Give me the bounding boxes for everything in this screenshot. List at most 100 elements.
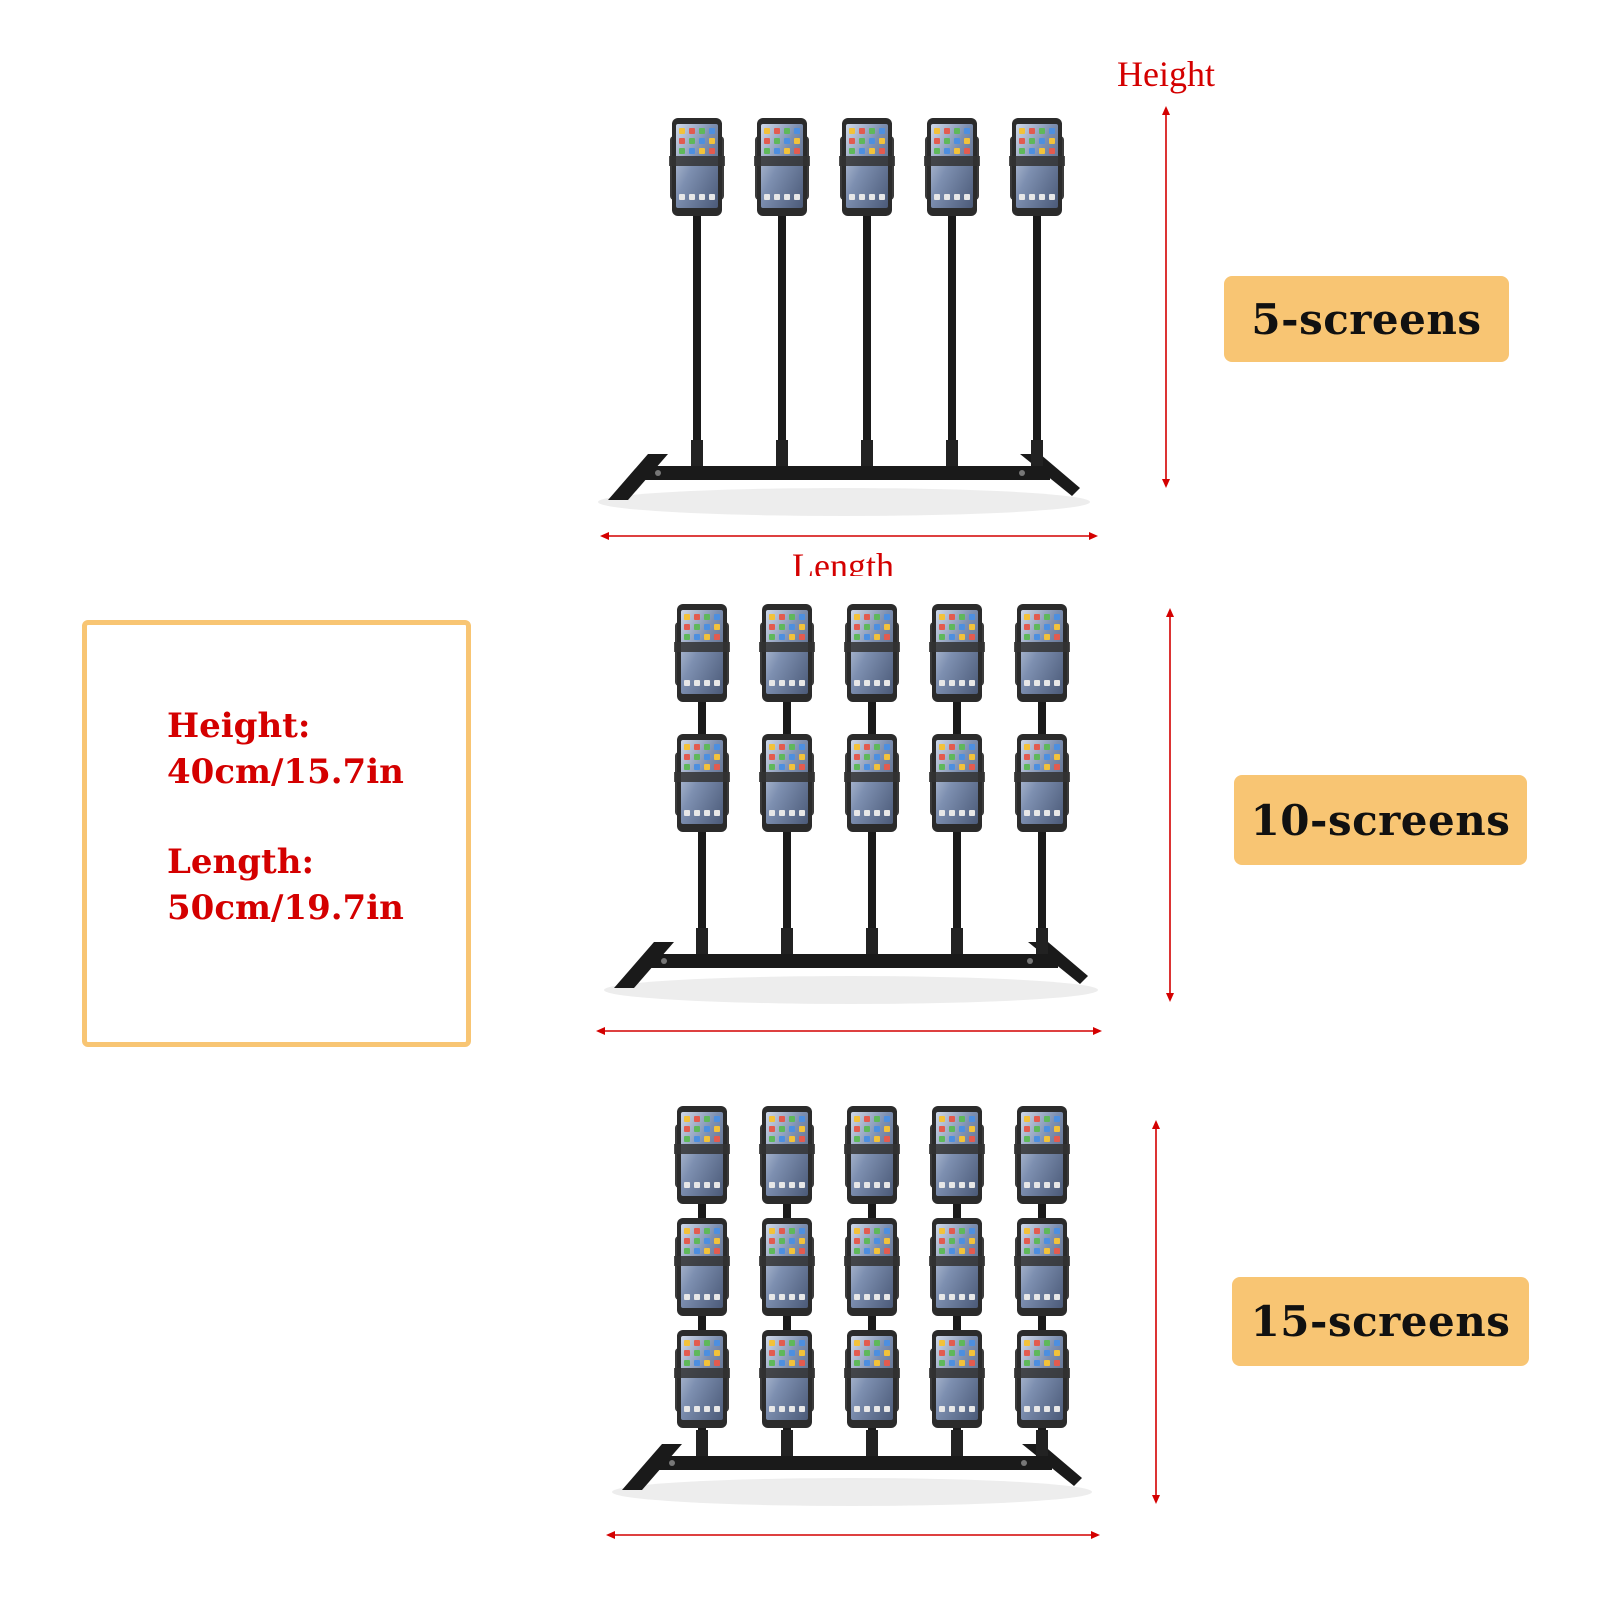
phone-icon xyxy=(929,604,985,702)
height-dimension-label: Height xyxy=(1117,54,1215,94)
phone-icon xyxy=(1014,1330,1070,1428)
phone-clamp xyxy=(839,156,895,166)
phone-icon xyxy=(754,118,810,216)
phone-icon xyxy=(759,604,815,702)
phone-clamp xyxy=(844,1368,900,1378)
spec-box: Height: 40cm/15.7in Length: 50cm/19.7in xyxy=(82,620,471,1047)
spec-text: Height: 40cm/15.7in Length: 50cm/19.7in xyxy=(167,703,404,931)
phone-clamp xyxy=(844,1256,900,1266)
phone-icon xyxy=(929,1106,985,1204)
phone-clamp xyxy=(929,1256,985,1266)
pole-collar xyxy=(696,928,708,954)
phone-clamp xyxy=(1014,1144,1070,1154)
pole xyxy=(948,158,956,466)
pole-collar xyxy=(951,928,963,954)
pole-collar xyxy=(781,1430,793,1456)
base-shadow xyxy=(612,1478,1092,1506)
pole xyxy=(693,158,701,466)
pole-collar xyxy=(946,440,958,466)
pole-collar xyxy=(866,1430,878,1456)
phone-clamp xyxy=(929,1368,985,1378)
base-shadow xyxy=(598,488,1090,516)
pole xyxy=(863,158,871,466)
phone-clamp xyxy=(1009,156,1065,166)
phone-icon xyxy=(844,1218,900,1316)
phone-icon xyxy=(929,734,985,832)
phone-icon xyxy=(669,118,725,216)
phone-clamp xyxy=(674,1368,730,1378)
phone-icon xyxy=(1014,1218,1070,1316)
phone-clamp xyxy=(674,1144,730,1154)
phone-clamp xyxy=(759,1368,815,1378)
phone-icon xyxy=(929,1218,985,1316)
phone-icon xyxy=(759,734,815,832)
pole xyxy=(778,158,786,466)
phone-clamp xyxy=(759,1256,815,1266)
pole-collar xyxy=(866,928,878,954)
phone-clamp xyxy=(759,1144,815,1154)
crossbar xyxy=(638,466,1050,480)
spec-height-label: Height: xyxy=(167,706,311,746)
phone-icon xyxy=(1014,1106,1070,1204)
pole xyxy=(1033,158,1041,466)
phone-icon xyxy=(674,1106,730,1204)
crossbar xyxy=(644,954,1058,968)
pole-collar xyxy=(691,440,703,466)
pole-collar xyxy=(696,1430,708,1456)
pole-collar xyxy=(951,1430,963,1456)
badge-15-screens: 15-screens xyxy=(1232,1277,1529,1366)
phone-icon xyxy=(844,1330,900,1428)
phone-clamp xyxy=(844,772,900,782)
badge-5-screens: 5-screens xyxy=(1224,276,1509,362)
phone-clamp xyxy=(1014,1256,1070,1266)
phone-clamp xyxy=(929,642,985,652)
phone-icon xyxy=(674,1218,730,1316)
phone-icon xyxy=(674,604,730,702)
phone-icon xyxy=(759,1106,815,1204)
stand-5-screens xyxy=(598,118,1090,516)
phone-icon xyxy=(1014,734,1070,832)
spec-height-value: 40cm/15.7in xyxy=(167,752,404,792)
phone-icon xyxy=(929,1330,985,1428)
phone-clamp xyxy=(759,642,815,652)
pole-collar xyxy=(1031,440,1043,466)
pole-collar xyxy=(861,440,873,466)
phone-icon xyxy=(924,118,980,216)
phone-icon xyxy=(844,734,900,832)
phone-icon xyxy=(674,1330,730,1428)
phone-icon xyxy=(759,1218,815,1316)
phone-icon xyxy=(1014,604,1070,702)
phone-icon xyxy=(759,1330,815,1428)
pole-collar xyxy=(776,440,788,466)
crossbar xyxy=(652,1456,1052,1470)
phone-icon xyxy=(844,1106,900,1204)
pole-collar xyxy=(781,928,793,954)
stand-15-screens xyxy=(612,1106,1092,1506)
spec-length-label: Length: xyxy=(167,842,315,882)
phone-clamp xyxy=(1014,1368,1070,1378)
phone-clamp xyxy=(669,156,725,166)
phone-icon xyxy=(844,604,900,702)
phone-clamp xyxy=(844,1144,900,1154)
badge-10-screens: 10-screens xyxy=(1234,775,1527,865)
spec-length-value: 50cm/19.7in xyxy=(167,888,404,928)
pole-collar xyxy=(1036,928,1048,954)
stand-10-screens xyxy=(604,604,1098,1004)
pole-collar xyxy=(1036,1430,1048,1456)
length-dimension-label: Length xyxy=(792,548,894,576)
phone-clamp xyxy=(674,1256,730,1266)
phone-clamp xyxy=(929,772,985,782)
phone-clamp xyxy=(1014,642,1070,652)
phone-clamp xyxy=(674,772,730,782)
base-shadow xyxy=(604,976,1098,1004)
phone-clamp xyxy=(754,156,810,166)
phone-clamp xyxy=(759,772,815,782)
phone-icon xyxy=(1009,118,1065,216)
phone-icon xyxy=(674,734,730,832)
phone-clamp xyxy=(1014,772,1070,782)
phone-clamp xyxy=(924,156,980,166)
phone-clamp xyxy=(674,642,730,652)
phone-clamp xyxy=(844,642,900,652)
